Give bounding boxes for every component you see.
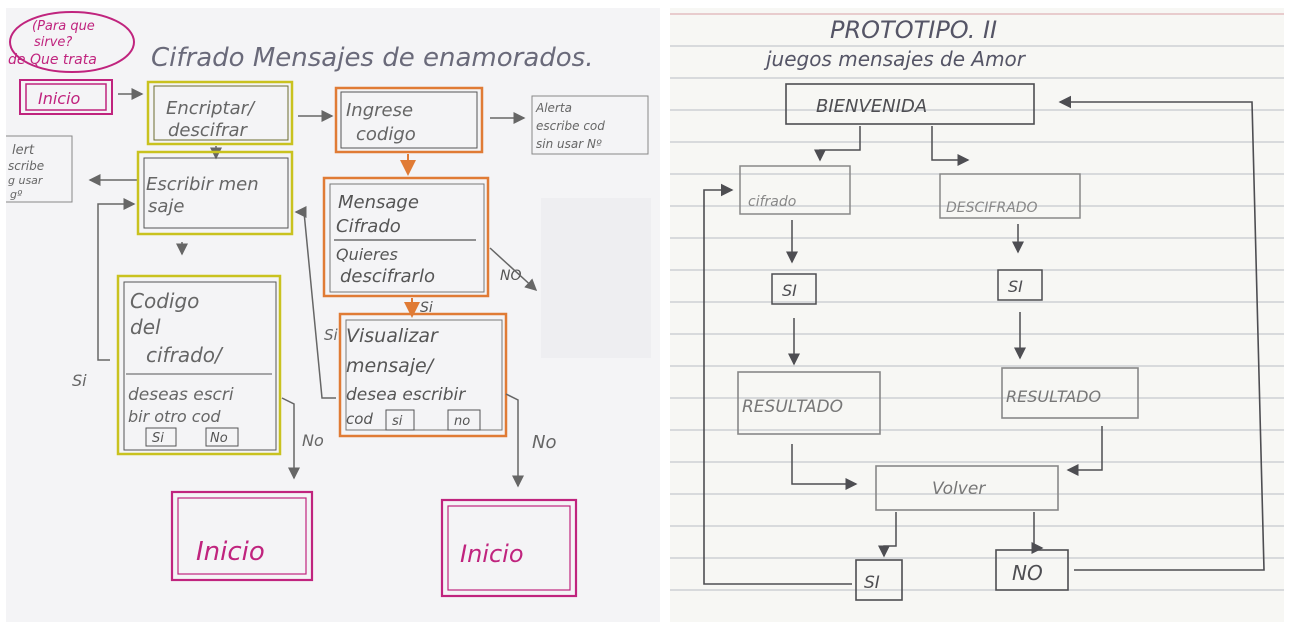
visualizar-si-box <box>385 409 415 431</box>
volver-no-box <box>995 549 1069 591</box>
alerta-right-2: escribe cod <box>536 119 605 133</box>
alerta-left-3: g usar <box>8 174 44 187</box>
prototype-title: PROTOTIPO. II <box>830 16 997 44</box>
volver-label: Volver <box>932 479 986 499</box>
resultado-left-box <box>737 371 881 435</box>
left-sketch-panel: (Para que sirve? de Que trata Cifrado Me… <box>6 8 660 622</box>
codigo-no-label: No <box>210 431 228 446</box>
alerta-right-1: Alerta <box>535 101 572 115</box>
left-title: Cifrado Mensajes de enamorados. <box>151 43 594 73</box>
codigo-label-2: del <box>130 315 161 339</box>
mensaje-label-2: Cifrado <box>336 216 401 237</box>
note-line-2: sirve? <box>34 35 72 50</box>
bienvenida-label: BIENVENIDA <box>816 96 927 117</box>
alerta-left-box <box>6 135 73 203</box>
alerta-left-4: gº <box>10 188 23 201</box>
loop-si-back <box>703 183 852 585</box>
ingrese-box <box>334 86 484 154</box>
descifrado-si-box <box>997 269 1043 301</box>
resultado-left-label: RESULTADO <box>742 397 843 417</box>
note-line-1: (Para que <box>32 19 95 34</box>
loop-si-label-mid: Si <box>324 326 339 344</box>
volver-si-label: SI <box>864 573 880 593</box>
volver-no-label: NO <box>1012 561 1043 585</box>
visualizar-no-box <box>447 409 481 431</box>
encriptar-box <box>146 80 294 146</box>
alerta-right-3: sin usar Nº <box>536 137 602 151</box>
codigo-label-1: Codigo <box>130 289 199 313</box>
mensaje-no-label: NO <box>500 268 522 284</box>
inicio-top-box <box>19 79 113 115</box>
alerta-left-2: scribe <box>8 159 44 173</box>
volver-si-box <box>855 559 903 601</box>
ingrese-label-1: Ingrese <box>346 100 413 121</box>
resultado-right-label: RESULTADO <box>1006 387 1101 406</box>
cifrado-box <box>739 165 851 215</box>
visualizar-label-2: mensaje/ <box>346 355 436 377</box>
quieres-label-1: Quieres <box>336 245 398 264</box>
encriptar-label-2: descifrar <box>168 120 249 141</box>
visualizar-label-4: cod <box>346 410 373 428</box>
mensaje-cifrado-box <box>322 176 490 298</box>
right-flowchart: PROTOTIPO. II juegos mensajes de Amor BI… <box>670 13 1284 601</box>
loop-si-label-left: Si <box>72 371 87 390</box>
loop-no-back <box>1058 95 1265 571</box>
alerta-left-1: lert <box>12 143 35 158</box>
visualizar-si-label: si <box>392 414 403 429</box>
paper-ruled-lines <box>670 45 1284 591</box>
arrow-visualizar-no <box>505 393 524 488</box>
descifrado-si-label: SI <box>1008 277 1023 296</box>
prototype-subtitle: juegos mensajes de Amor <box>763 47 1027 71</box>
bienvenida-box <box>785 83 1035 125</box>
cifrado-label: cifrado <box>748 194 796 210</box>
quieres-label-2: descifrarlo <box>340 266 435 287</box>
escribir-label-2: saje <box>148 196 184 217</box>
inicio-bottom-right-label: Inicio <box>460 540 524 568</box>
right-sketch-panel: PROTOTIPO. II juegos mensajes de Amor BI… <box>670 8 1284 622</box>
codigo-si-label: Si <box>152 431 164 446</box>
visualizar-box <box>338 312 508 438</box>
inicio-bottom-left-label: Inicio <box>196 537 265 567</box>
mensaje-label-1: Mensage <box>338 192 419 213</box>
codigo-si-box <box>145 427 177 447</box>
note-bubble <box>9 11 135 73</box>
mensaje-si-label: Si <box>420 300 433 316</box>
cifrado-si-label: SI <box>782 281 797 300</box>
descifrado-label: DESCIFRADO <box>946 200 1038 216</box>
loop-si-codigo <box>97 198 136 361</box>
visualizar-label-1: Visualizar <box>346 325 439 347</box>
codigo-label-3: cifrado/ <box>146 343 224 367</box>
visualizar-label-3: desea escribir <box>346 385 466 405</box>
codigo-box <box>116 274 282 456</box>
codigo-label-4: deseas escri <box>128 385 234 405</box>
escribir-box <box>136 150 294 236</box>
visualizar-no-branch-label: No <box>532 432 556 453</box>
inicio-top-label: Inicio <box>38 89 81 108</box>
inicio-bottom-right-box <box>440 498 578 598</box>
escribir-label-1: Escribir men <box>146 174 259 195</box>
codigo-label-5: bir otro cod <box>128 407 221 426</box>
ghost-area <box>541 198 651 358</box>
encriptar-label-1: Encriptar/ <box>166 98 256 119</box>
cifrado-si-box <box>771 273 817 305</box>
resultado-right-box <box>1001 367 1139 419</box>
codigo-no-branch-label: No <box>302 431 324 450</box>
left-flowchart: (Para que sirve? de Que trata Cifrado Me… <box>6 11 651 598</box>
codigo-no-box <box>205 427 239 447</box>
note-line-3: de Que trata <box>8 52 97 68</box>
inicio-bottom-left-box <box>170 490 314 582</box>
visualizar-no-label: no <box>454 414 470 429</box>
descifrado-box <box>939 173 1081 219</box>
alerta-right-box <box>531 95 649 155</box>
volver-box <box>875 465 1059 511</box>
arrow-codigo-no <box>281 397 300 480</box>
ingrese-label-2: codigo <box>356 124 416 145</box>
loop-si-visualizar <box>294 206 336 399</box>
